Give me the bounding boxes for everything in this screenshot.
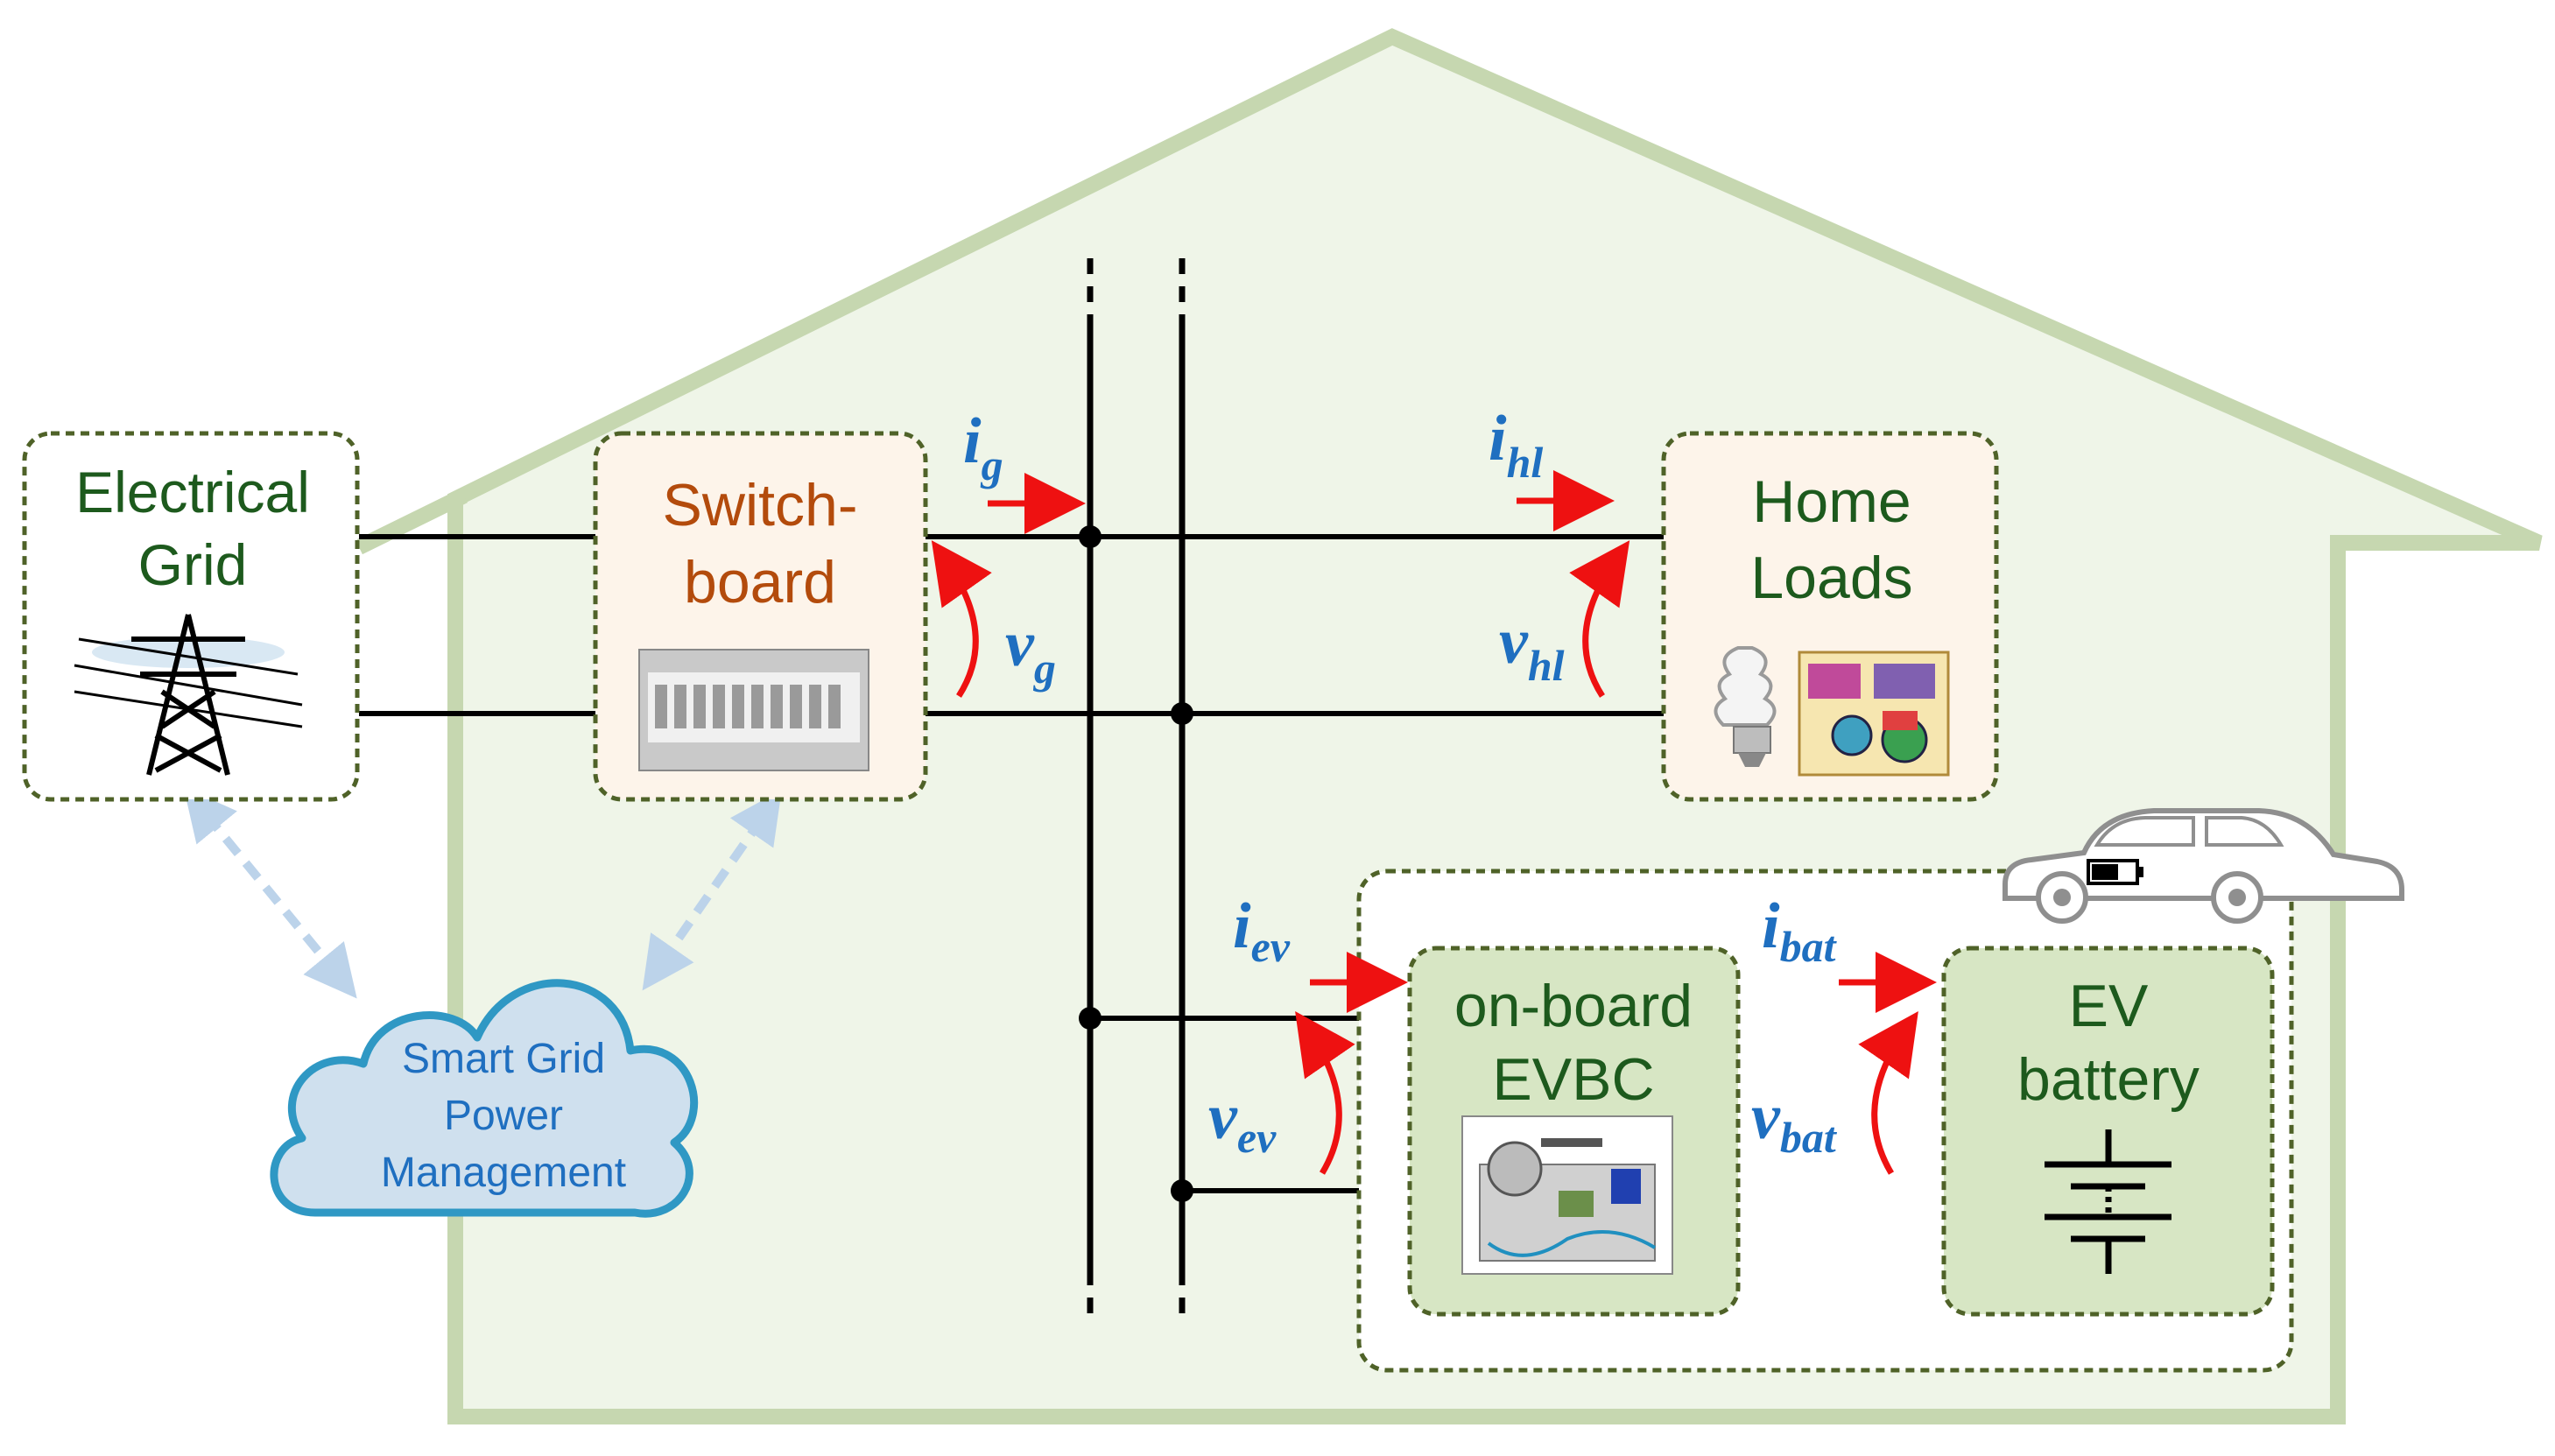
appliances-icon xyxy=(1798,651,1950,777)
light-bulb-icon xyxy=(1714,646,1777,767)
battery-label-line1: EV xyxy=(2069,973,2149,1039)
grid-label-line2: Grid xyxy=(138,532,248,597)
switchboard-label-line1: Switch- xyxy=(663,472,858,538)
vhl-arc xyxy=(1569,540,1630,698)
evbc-label-line2: EVBC xyxy=(1492,1046,1654,1113)
vhl-symbol: vhl xyxy=(1499,606,1565,690)
ibat-symbol: ibat xyxy=(1762,890,1838,971)
current-arrows xyxy=(988,470,1937,1013)
switchboard-label-line2: board xyxy=(684,549,836,615)
vev-arc xyxy=(1295,1010,1355,1175)
smart-grid-cloud: Smart Grid Power Management xyxy=(270,979,699,1218)
ev-battery-block: EV battery xyxy=(1941,946,2275,1317)
battery-charge-icon xyxy=(2087,859,2143,885)
vev-symbol: vev xyxy=(1208,1081,1277,1162)
breaker-panel-icon xyxy=(638,649,869,771)
evbc-block: on-board EVBC xyxy=(1407,946,1741,1317)
home-loads-label-line1: Home xyxy=(1752,468,1911,535)
cloud-label-line2: Power xyxy=(444,1093,563,1139)
ig-symbol: ig xyxy=(963,405,1003,489)
vbat-symbol: vbat xyxy=(1751,1081,1838,1162)
transmission-tower-icon xyxy=(74,614,303,776)
junction-dots xyxy=(1079,525,1193,1202)
conductors xyxy=(359,534,1944,1193)
iev-symbol: iev xyxy=(1233,890,1291,971)
comm-links xyxy=(183,787,782,999)
battery-symbol-icon xyxy=(2045,1129,2171,1274)
vg-arc xyxy=(931,540,992,698)
cloud-label-line3: Management xyxy=(381,1150,626,1196)
ihl-symbol: ihl xyxy=(1489,403,1543,487)
home-loads-block: Home Loads xyxy=(1661,431,1999,802)
battery-label-line2: battery xyxy=(2017,1046,2200,1113)
bus-bars xyxy=(1087,315,1186,1270)
grid-label-line1: Electrical xyxy=(75,460,310,524)
home-loads-label-line2: Loads xyxy=(1750,545,1912,611)
evbc-label-line1: on-board xyxy=(1454,973,1693,1039)
cloud-label-line1: Smart Grid xyxy=(402,1036,605,1082)
bus-bar-dashes xyxy=(1087,258,1186,1322)
voltage-arrows xyxy=(931,540,1918,1175)
electrical-symbols: ig vg ihl vhl iev vev ibat vbat xyxy=(963,403,1838,1162)
vbat-arc xyxy=(1858,1010,1918,1175)
electrical-grid-block: Electrical Grid xyxy=(22,431,360,802)
charger-board-icon xyxy=(1461,1115,1673,1275)
vg-symbol: vg xyxy=(1005,608,1056,693)
switchboard-block: Switch- board xyxy=(593,431,928,802)
